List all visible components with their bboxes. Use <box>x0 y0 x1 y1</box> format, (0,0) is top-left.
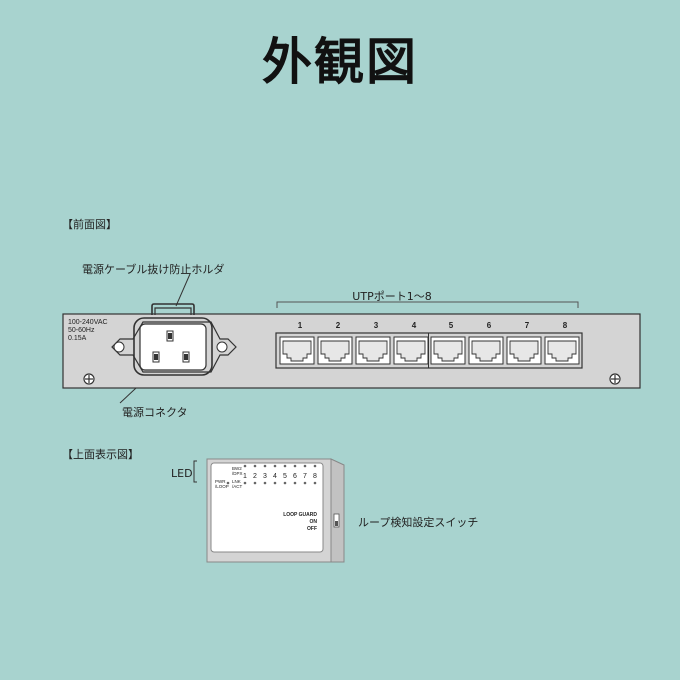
port-number-4: 4 <box>412 321 417 330</box>
link-led-6 <box>293 481 297 485</box>
loop-guard-label: LOOP GUARD <box>283 512 317 518</box>
holder-callout: 電源ケーブル抜け防止ホルダ <box>82 263 225 276</box>
top-device-side <box>330 458 345 563</box>
led-port-number-8: 8 <box>313 473 317 480</box>
power-inlet-icon <box>111 317 237 376</box>
top-label-panel <box>210 462 324 553</box>
loop-switch-knob <box>335 521 338 526</box>
led-callout: LED <box>171 467 193 480</box>
port-numbers: 1 2 3 4 5 6 7 8 <box>298 321 568 330</box>
pwr-led <box>226 481 230 485</box>
duplex-led-3 <box>263 464 267 468</box>
link-led-3 <box>263 481 267 485</box>
led-bracket <box>193 460 197 483</box>
utp-port-6 <box>468 336 504 365</box>
utp-port-8 <box>544 336 580 365</box>
switch-callout: ループ検知設定スイッチ <box>358 516 479 529</box>
holder-clip-icon <box>151 303 195 315</box>
duplex-led-8 <box>313 464 317 468</box>
link-led-7 <box>303 481 307 485</box>
led-port-number-5: 5 <box>283 473 287 480</box>
utp-port-7 <box>506 336 542 365</box>
utp-port-2 <box>317 336 353 365</box>
led-label-bw: BW2 <box>232 466 242 471</box>
power-spec-line-3: 0.15A <box>68 335 87 342</box>
port-number-8: 8 <box>563 321 568 330</box>
port-number-1: 1 <box>298 321 303 330</box>
screw-right-icon <box>609 373 621 385</box>
utp-port-3 <box>355 336 391 365</box>
front-view-label: 【前面図】 <box>62 218 117 231</box>
led-label-act: /ACT <box>232 484 243 489</box>
led-label-pwr: PWR <box>215 479 226 484</box>
page-title: 外観図 <box>262 33 418 91</box>
top-view-label: 【上面表示図】 <box>62 448 139 461</box>
led-label-lnk: LNK <box>232 479 241 484</box>
duplex-led-5 <box>283 464 287 468</box>
connector-callout: 電源コネクタ <box>122 406 188 419</box>
led-label-loop: /LOOP <box>215 484 229 489</box>
port-number-2: 2 <box>336 321 341 330</box>
duplex-led-4 <box>273 464 277 468</box>
loop-switch <box>333 513 340 528</box>
utp-ports <box>279 336 580 365</box>
link-led-5 <box>283 481 287 485</box>
port-number-5: 5 <box>449 321 454 330</box>
link-led-4 <box>273 481 277 485</box>
led-port-number-2: 2 <box>253 473 257 480</box>
led-port-number-1: 1 <box>243 473 247 480</box>
port-number-3: 3 <box>374 321 379 330</box>
link-led-1 <box>243 481 247 485</box>
power-spec-line-1: 100-240VAC <box>68 319 108 326</box>
led-port-number-7: 7 <box>303 473 307 480</box>
led-label-dpx: /DPX <box>232 471 243 476</box>
utp-port-1 <box>279 336 315 365</box>
utp-port-4 <box>393 336 429 365</box>
loop-guard-on-label: ON <box>310 519 318 525</box>
link-led-8 <box>313 481 317 485</box>
port-number-7: 7 <box>525 321 530 330</box>
utp-port-5 <box>430 336 466 365</box>
power-spec-line-2: 50-60Hz <box>68 327 95 334</box>
loop-guard-off-label: OFF <box>307 526 317 532</box>
duplex-led-7 <box>303 464 307 468</box>
led-port-number-6: 6 <box>293 473 297 480</box>
led-port-number-3: 3 <box>263 473 267 480</box>
duplex-led-1 <box>243 464 247 468</box>
led-port-number-4: 4 <box>273 473 277 480</box>
ports-bracket <box>276 301 579 308</box>
link-led-2 <box>253 481 257 485</box>
duplex-led-6 <box>293 464 297 468</box>
duplex-led-2 <box>253 464 257 468</box>
holder-leader-line <box>175 273 191 307</box>
screw-left-icon <box>83 373 95 385</box>
port-number-6: 6 <box>487 321 492 330</box>
ports-callout: UTPポート1〜8 <box>352 290 432 303</box>
